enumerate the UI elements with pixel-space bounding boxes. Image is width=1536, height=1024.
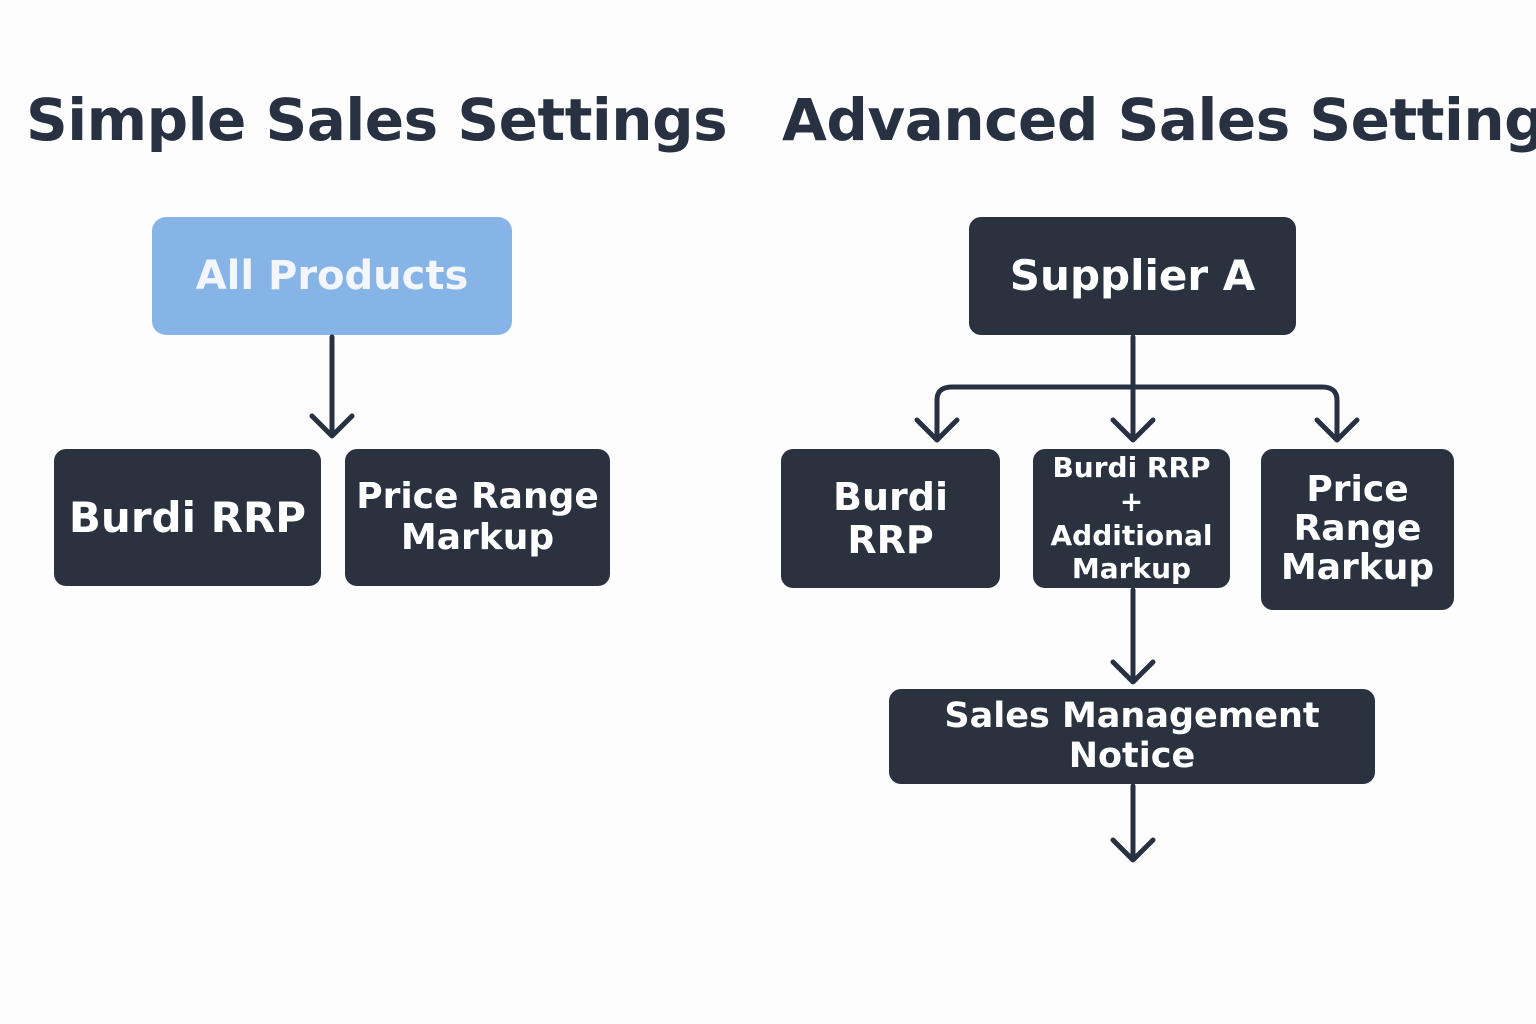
node-all-products: All Products	[152, 217, 512, 335]
arrow-to-advanced-burdi-rrp	[914, 417, 960, 443]
node-simple-price-range-markup-label: Price Range Markup	[356, 476, 599, 558]
node-simple-burdi-rrp-label: Burdi RRP	[68, 492, 307, 542]
node-advanced-burdi-rrp-label: Burdi RRP	[833, 474, 948, 562]
node-burdi-rrp-additional-markup-label: Burdi RRP + Additional Markup	[1050, 451, 1213, 586]
node-supplier-a-label: Supplier A	[1009, 251, 1256, 301]
simple-section-title: Simple Sales Settings	[26, 86, 728, 154]
node-supplier-a: Supplier A	[969, 217, 1296, 335]
node-advanced-price-range-markup-label: Price Range Markup	[1280, 469, 1435, 588]
advanced-section-title: Advanced Sales Settings	[782, 86, 1536, 154]
node-sales-management-notice-label: Sales Management Notice	[944, 696, 1320, 776]
node-advanced-burdi-rrp: Burdi RRP	[781, 449, 1000, 588]
arrow-to-advanced-price-range	[1314, 417, 1360, 443]
connector-branch-bar	[934, 384, 1340, 443]
arrow-all-products-down	[309, 334, 355, 439]
arrow-to-additional-markup	[1110, 384, 1156, 443]
node-simple-price-range-markup: Price Range Markup	[345, 449, 610, 586]
node-simple-burdi-rrp: Burdi RRP	[54, 449, 321, 586]
node-advanced-price-range-markup: Price Range Markup	[1261, 449, 1454, 610]
arrow-notice-down	[1110, 783, 1156, 863]
node-sales-management-notice: Sales Management Notice	[889, 689, 1375, 784]
arrow-to-sales-notice	[1110, 587, 1156, 685]
node-burdi-rrp-additional-markup: Burdi RRP + Additional Markup	[1033, 449, 1230, 588]
node-all-products-label: All Products	[195, 252, 469, 299]
